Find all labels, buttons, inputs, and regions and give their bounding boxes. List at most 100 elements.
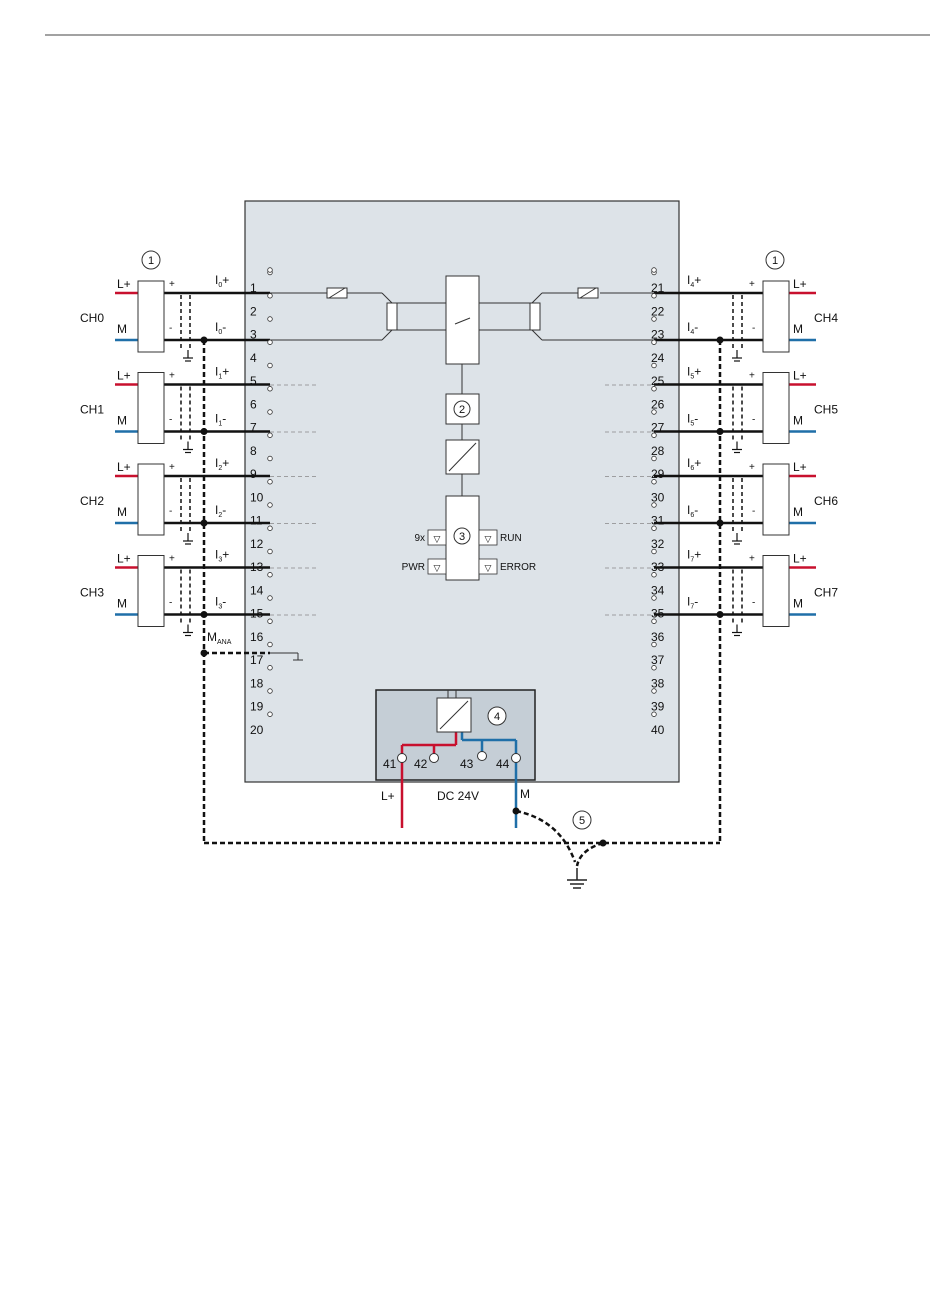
terminal-27 — [651, 409, 657, 415]
terminal-top — [267, 267, 273, 273]
ch-lplus-label: L+ — [793, 277, 807, 291]
isolation-block: 2 — [445, 393, 480, 440]
terminal-16 — [267, 618, 273, 624]
ch-minus-sign: - — [752, 415, 755, 426]
ch-minus-sign: - — [169, 415, 172, 426]
mana-label: MANA — [207, 630, 232, 646]
supply-pin-44: 44 — [496, 757, 510, 771]
terminal-36 — [651, 618, 657, 624]
terminal-20 — [267, 711, 273, 717]
ch-m-label: M — [793, 505, 803, 519]
junction-dot — [512, 807, 520, 815]
ch-plus-sign: + — [749, 371, 755, 382]
terminal-4 — [267, 339, 273, 345]
terminal-35 — [651, 595, 657, 601]
channel-name-CH7: CH7 — [814, 586, 838, 600]
pin-label-19: 19 — [250, 700, 264, 714]
callout-logic: 3 — [459, 531, 465, 543]
supply-lplus-label: L+ — [381, 789, 395, 803]
terminal-2 — [267, 293, 273, 299]
terminal-26 — [651, 386, 657, 392]
pin-label-12: 12 — [250, 537, 264, 551]
ch-lplus-label: L+ — [117, 552, 131, 566]
pin-label-40: 40 — [651, 723, 665, 737]
svg-text:▽: ▽ — [434, 534, 441, 544]
supply-terminal — [429, 753, 439, 763]
callout-circle — [765, 250, 785, 270]
pin-label-7: 7 — [250, 421, 257, 435]
terminal-25 — [651, 362, 657, 369]
terminal-19 — [267, 688, 273, 694]
transmitter-box — [762, 280, 790, 353]
junction-dot — [200, 428, 208, 435]
pin-label-31: 31 — [651, 514, 665, 528]
svg-text:▽: ▽ — [434, 563, 441, 573]
pin-label-38: 38 — [651, 676, 665, 690]
terminal-3 — [267, 316, 273, 322]
transmitter-box — [137, 555, 165, 627]
input-minus-label: I5- — [687, 412, 698, 428]
callout-sensor: 1 — [772, 255, 778, 267]
ch-m-label: M — [117, 597, 127, 611]
callout-sensor: 1 — [148, 255, 154, 267]
pin-label-4: 4 — [250, 351, 257, 365]
ch-m-label: M — [117, 322, 127, 336]
terminal-40 — [651, 711, 657, 717]
pin-label-8: 8 — [250, 444, 257, 458]
terminal-14 — [267, 572, 273, 578]
ch-lplus-label: L+ — [793, 460, 807, 474]
supply-converter: 4 — [436, 690, 507, 733]
channel-name-CH4: CH4 — [814, 311, 838, 325]
terminal-top — [651, 267, 657, 273]
terminal-17 — [267, 641, 273, 648]
pin-label-9: 9 — [250, 467, 257, 481]
pin-label-34: 34 — [651, 583, 665, 597]
junction-dot — [200, 519, 208, 527]
terminal-12 — [267, 525, 273, 531]
svg-text:▽: ▽ — [485, 563, 492, 573]
led-group: 9x PWR RUN ERROR ▽ ▽ ▽ ▽ — [402, 529, 536, 575]
transmitter-box — [137, 463, 165, 536]
internal-line — [381, 292, 393, 304]
junction-dot — [716, 336, 724, 344]
ch-plus-sign: + — [749, 279, 755, 290]
terminal-29 — [651, 455, 657, 462]
terminal-33 — [651, 548, 657, 555]
ch-lplus-label: L+ — [793, 552, 807, 566]
ch-minus-sign: - — [169, 506, 172, 517]
input-minus-label: I4- — [687, 320, 698, 336]
pin-label-30: 30 — [651, 490, 665, 504]
ch-plus-sign: + — [169, 279, 175, 290]
resistor-slash — [579, 287, 597, 299]
input-plus-label: I0+ — [215, 273, 229, 289]
ch-m-label: M — [117, 414, 127, 428]
terminal-31 — [651, 502, 657, 508]
supply-terminal — [511, 753, 521, 763]
junction-dot — [716, 519, 724, 527]
callout-supply: 4 — [494, 711, 500, 723]
channel-name-CH0: CH0 — [80, 311, 104, 325]
pin-label-3: 3 — [250, 328, 257, 342]
transmitter-box — [137, 280, 165, 353]
pin-label-39: 39 — [651, 700, 665, 714]
led-pwr-label: PWR — [402, 562, 425, 573]
supply-m-label: M — [520, 787, 530, 801]
input-plus-label: I1+ — [215, 365, 229, 381]
ch-m-label: M — [117, 505, 127, 519]
ch-lplus-label: L+ — [793, 369, 807, 383]
ch-minus-sign: - — [752, 323, 755, 334]
pin-label-1: 1 — [250, 281, 257, 295]
pin-label-25: 25 — [651, 374, 665, 388]
terminal-37 — [651, 641, 657, 648]
led-channel-label: 9x — [414, 533, 425, 544]
ch-m-label: M — [793, 597, 803, 611]
svg-text:▽: ▽ — [485, 534, 492, 544]
junction-dot — [716, 611, 724, 618]
callout-isolation: 2 — [459, 404, 465, 416]
logic-block: 3 — [445, 495, 480, 581]
pin-label-16: 16 — [250, 630, 264, 644]
pin-label-37: 37 — [651, 653, 665, 667]
terminal-39 — [651, 688, 657, 694]
terminal-10 — [267, 479, 273, 485]
